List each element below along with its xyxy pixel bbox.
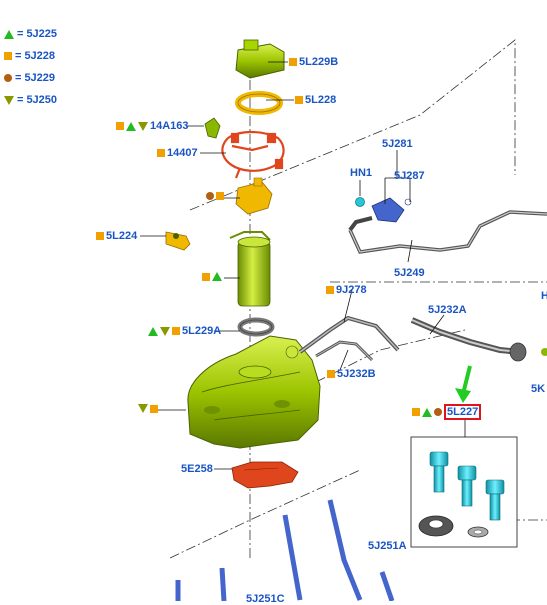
callout-5J232A[interactable]: 5J232A [428, 304, 467, 316]
green-triangle-up-icon [4, 29, 14, 39]
grommet [418, 515, 454, 537]
green-triangle-up-icon [212, 272, 222, 281]
callout-5J287[interactable]: 5J287 [394, 170, 425, 182]
part-HN1-clip [355, 197, 365, 207]
part-14A163-connector [204, 117, 221, 139]
legend-item-5J229: = 5J229 [4, 72, 55, 84]
callout-5L229B[interactable]: 5L229B [289, 56, 338, 68]
callout-HN1[interactable]: HN1 [350, 167, 373, 179]
orange-square-icon [216, 192, 224, 200]
orange-square-icon [157, 149, 165, 157]
callout-fuel-tank[interactable] [138, 404, 158, 413]
part-14407-wiring-harness [221, 130, 285, 179]
washer [467, 526, 489, 538]
part-5L228-lock-ring [235, 91, 283, 115]
part-5J251-straps [175, 499, 395, 601]
callout-14A163[interactable]: 14A163 [116, 120, 189, 132]
orange-square-icon [172, 327, 180, 335]
orange-square-icon [150, 404, 158, 413]
orange-square-icon [412, 408, 420, 416]
callout-5J281[interactable]: 5J281 [382, 138, 413, 150]
callout-5J251A[interactable]: 5J251A [368, 540, 407, 552]
callout-14407[interactable]: 14407 [157, 147, 198, 159]
callout-5J249[interactable]: 5J249 [394, 267, 425, 279]
part-5L229B-cover [235, 39, 285, 79]
part-5J232A-filler-pipe [410, 317, 547, 362]
callout-5L229A[interactable]: 5L229A [148, 325, 221, 337]
olive-triangle-down-icon [160, 326, 170, 336]
brown-circle-icon [4, 74, 12, 82]
part-5J281-valve [371, 197, 412, 223]
green-triangle-up-icon [126, 121, 136, 131]
brown-circle-icon [206, 192, 214, 200]
callout-9J278[interactable]: 9J278 [326, 284, 367, 296]
orange-square-icon [116, 122, 124, 130]
callout-5K-partial[interactable]: 5K [531, 383, 546, 395]
olive-triangle-down-icon [4, 95, 14, 105]
callout-5L228[interactable]: 5L228 [295, 94, 336, 106]
part-9J278-tube [298, 315, 400, 354]
part-5J232B-hose [315, 340, 374, 362]
orange-square-icon [202, 272, 210, 281]
leader-lines [140, 61, 445, 470]
highlighted-part-number: 5L227 [444, 404, 482, 420]
orange-square-icon [4, 52, 12, 60]
legend-item-5J225: = 5J225 [4, 28, 57, 40]
callout-pump-head[interactable] [206, 192, 224, 200]
bolt-3 [485, 479, 505, 521]
part-fuel-pump [229, 231, 271, 307]
olive-triangle-down-icon [138, 404, 148, 413]
legend-item-5J228: = 5J228 [4, 50, 55, 62]
brown-circle-icon [434, 408, 442, 416]
orange-square-icon [295, 96, 303, 104]
part-5L224-fitting [165, 231, 191, 251]
callout-5E258[interactable]: 5E258 [181, 463, 213, 475]
callout-fuel-pump[interactable] [202, 272, 222, 281]
callout-H-partial[interactable]: H [541, 290, 547, 302]
part-5L229A-seal [237, 317, 275, 337]
legend-code: 5J225 [26, 28, 58, 40]
part-5J249-vapor-line [348, 210, 547, 254]
bolt-1 [429, 451, 449, 493]
orange-square-icon [96, 232, 104, 240]
orange-square-icon [327, 370, 335, 378]
legend-code: 5J229 [24, 72, 56, 84]
part-fuel-tank [187, 335, 321, 449]
legend-code: 5J250 [26, 94, 58, 106]
green-arrow-indicator [455, 365, 472, 403]
pump-module-head [235, 177, 273, 215]
callout-5J251C[interactable]: 5J251C [246, 593, 285, 605]
legend-code: 5J228 [24, 50, 56, 62]
orange-square-icon [326, 286, 334, 294]
legend-item-5J250: = 5J250 [4, 94, 57, 106]
part-5E258-shield [231, 461, 299, 489]
green-triangle-up-icon [148, 326, 158, 336]
callout-5L227[interactable]: 5L227 [412, 404, 482, 420]
olive-triangle-down-icon [138, 121, 148, 131]
green-triangle-up-icon [422, 407, 432, 417]
orange-square-icon [289, 58, 297, 66]
detail-box-5L227 [410, 420, 518, 548]
callout-5L224[interactable]: 5L224 [96, 230, 137, 242]
bolt-2 [457, 465, 477, 507]
callout-5J232B[interactable]: 5J232B [327, 368, 376, 380]
